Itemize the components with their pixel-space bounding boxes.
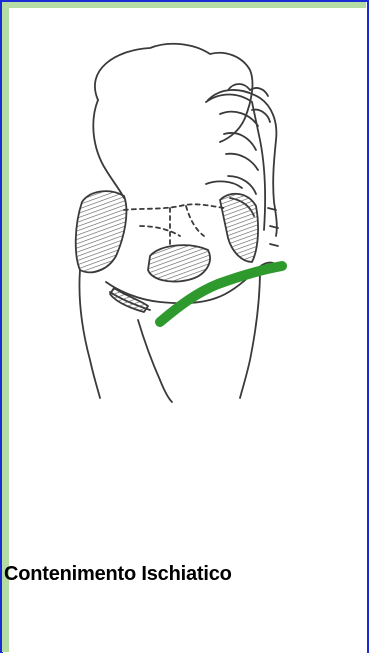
top-accent-strip [2,2,366,8]
caption: Contenimento Ischiatico [4,563,366,586]
pelvis-illustration [20,30,320,410]
pelvis-sketch-icon [76,44,278,402]
left-accent-strip [2,2,9,652]
